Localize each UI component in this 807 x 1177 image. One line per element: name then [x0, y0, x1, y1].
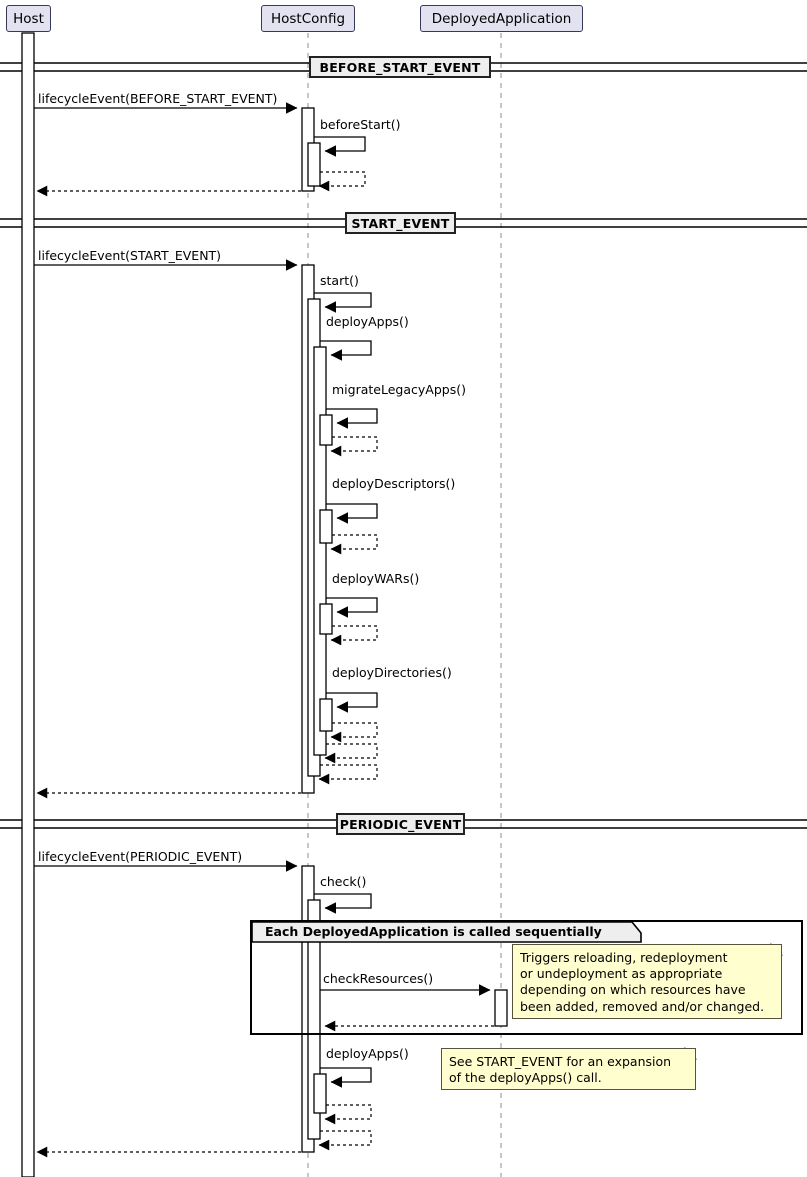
message-arrow-m12: [326, 597, 378, 618]
divider-periodic-event: PERIODIC_EVENT: [336, 813, 465, 835]
message-label-m2: beforeStart(): [320, 117, 401, 132]
group-frame-border: [250, 920, 803, 1035]
message-arrow-m14: [326, 692, 378, 713]
message-arrow-m16: [324, 743, 378, 764]
message-label-m20: check(): [320, 874, 367, 889]
message-arrow-m15: [330, 722, 378, 743]
note-check-resources: Triggers reloading, redeployment or unde…: [512, 944, 782, 1019]
message-arrow-m17: [318, 764, 378, 785]
participant-hostconfig[interactable]: HostConfig: [261, 5, 355, 32]
message-arrow-m11: [330, 534, 378, 555]
participant-host[interactable]: Host: [6, 5, 51, 32]
participant-deployedapplication[interactable]: DeployedApplication: [420, 5, 583, 32]
activation-host-root: [21, 32, 35, 1177]
activation-hostconfig-deploywars: [319, 603, 333, 635]
message-label-m23: deployApps(): [326, 1046, 409, 1061]
participant-hostconfig-label: HostConfig: [270, 10, 346, 27]
message-arrow-m23: [320, 1067, 372, 1088]
message-arrow-m20: [314, 893, 372, 914]
activation-hostconfig-deploydirectories: [319, 698, 333, 732]
activation-hostconfig-deploydescriptors: [319, 509, 333, 544]
lifelines: [27, 33, 502, 1177]
divider-before-start-event: BEFORE_START_EVENT: [309, 56, 491, 78]
message-label-m21: checkResources(): [323, 971, 434, 986]
divider-start-event: START_EVENT: [345, 212, 456, 234]
message-arrow-m10: [326, 503, 378, 524]
participant-host-label: Host: [13, 10, 44, 27]
divider-start-event-label: START_EVENT: [351, 215, 450, 231]
message-arrow-m9: [330, 436, 378, 457]
group-header-tab: [251, 921, 642, 943]
group-frame-each-deployed-application: [250, 920, 803, 1035]
participant-deployedapplication-label: DeployedApplication: [431, 10, 572, 27]
message-label-m14: deployDirectories(): [332, 665, 452, 680]
message-label-m12: deployWARs(): [332, 571, 420, 586]
message-label-m1: lifecycleEvent(BEFORE_START_EVENT): [38, 91, 278, 106]
message-arrow-m3: [318, 171, 366, 192]
message-arrow-m2: [314, 136, 366, 157]
activation-hostconfig-migratelegacyapps: [319, 414, 333, 446]
message-label-m19: lifecycleEvent(PERIODIC_EVENT): [38, 849, 243, 864]
activation-hostconfig-deployapps: [313, 346, 327, 756]
message-label-m6: start(): [320, 273, 359, 288]
activation-hostconfig-periodic-deployapps: [313, 1073, 327, 1114]
message-arrow-m8: [326, 408, 378, 429]
note-deploy-apps: See START_EVENT for an expansion of the …: [441, 1048, 696, 1090]
message-label-m8: migrateLegacyApps(): [332, 382, 466, 397]
divider-periodic-event-label: PERIODIC_EVENT: [339, 816, 462, 832]
group-label-each-deployed-application: Each DeployedApplication is called seque…: [265, 924, 602, 939]
divider-rules: [0, 62, 807, 829]
message-arrow-m13: [330, 625, 378, 646]
divider-before-start-event-label: BEFORE_START_EVENT: [319, 59, 481, 75]
message-arrow-m24: [324, 1104, 372, 1125]
messages: [34, 102, 494, 1158]
message-label-m10: deployDescriptors(): [332, 476, 456, 491]
message-label-m7: deployApps(): [326, 314, 409, 329]
message-arrow-m6: [314, 292, 372, 313]
activation-bars: [21, 32, 508, 1177]
message-arrow-m7: [320, 340, 372, 361]
message-arrow-m25: [318, 1130, 372, 1151]
activation-hostconfig-beforestart: [307, 142, 321, 187]
message-label-m5: lifecycleEvent(START_EVENT): [38, 248, 222, 263]
activation-deployedapplication-checkresources: [494, 989, 508, 1027]
